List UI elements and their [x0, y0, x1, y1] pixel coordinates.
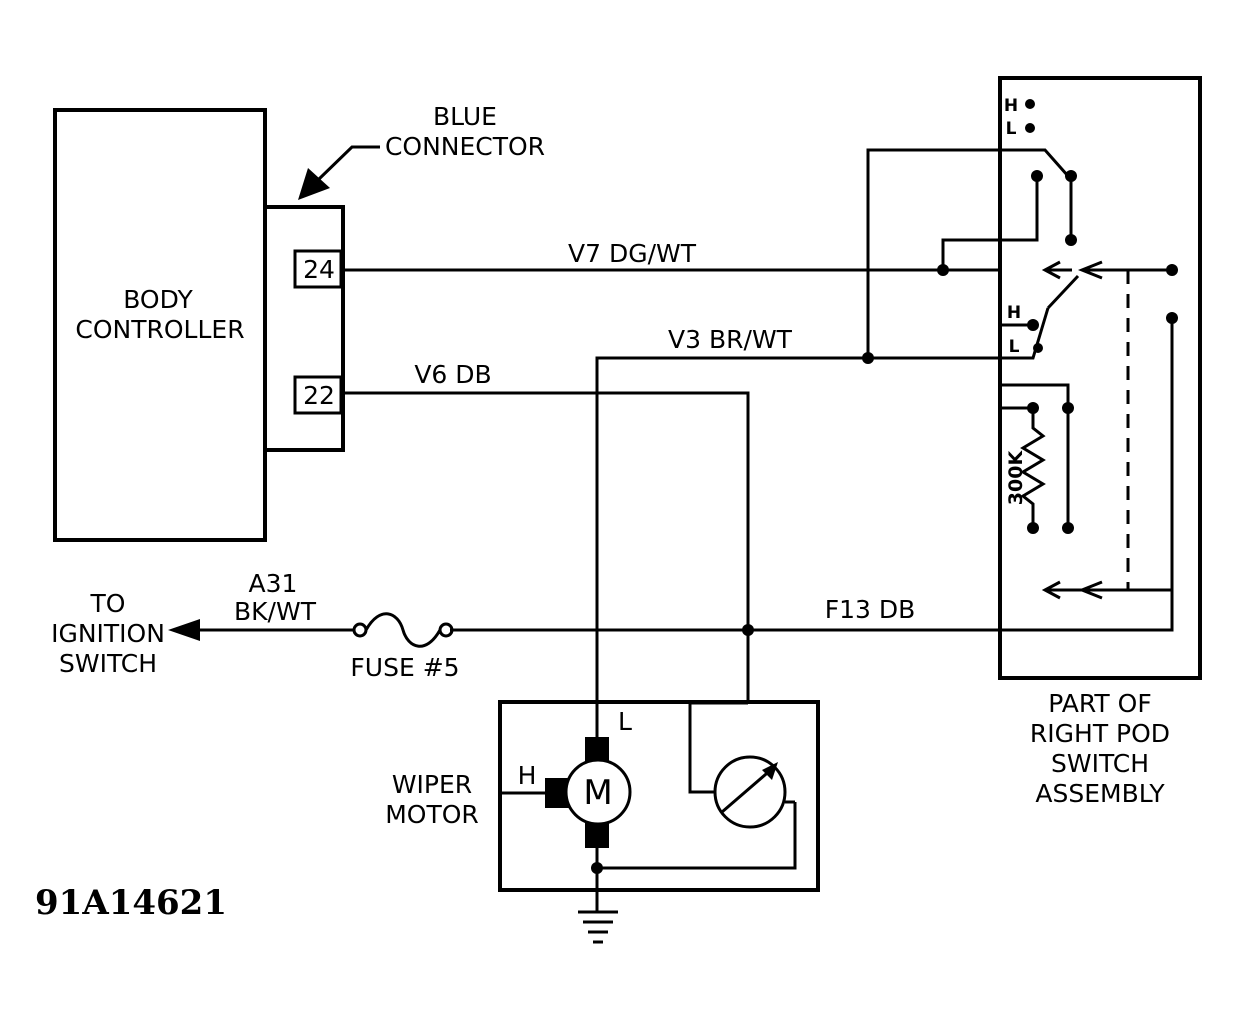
wiper-motor-label-line1: WIPER [392, 770, 472, 799]
wire-v6 [341, 391, 750, 703]
switch-l-mid-label: L [1009, 337, 1020, 357]
pod-caption-line4: ASSEMBLY [1035, 779, 1165, 808]
figure-code: 91A14621 [35, 883, 227, 923]
wiper-motor: WIPER MOTOR M L H [385, 700, 820, 912]
motor-h-label: H [518, 761, 537, 790]
blue-connector: 24 22 BLUE CONNECTOR [263, 102, 545, 452]
connector-label-line1: BLUE [433, 102, 497, 131]
pod-caption-line1: PART OF [1048, 689, 1151, 718]
ignition-line2: IGNITION [51, 619, 165, 648]
wire-f13-label: F13 DB [825, 595, 916, 624]
connector-pointer-arrow-icon [298, 168, 330, 200]
pin-22-label: 22 [303, 381, 335, 410]
body-controller: BODY CONTROLLER [53, 108, 267, 542]
switch-h-top-label: H [1004, 96, 1018, 116]
wire-v3-label: V3 BR/WT [668, 325, 793, 354]
ignition-arrow-icon [168, 619, 200, 641]
pod-caption-line3: SWITCH [1051, 749, 1149, 778]
body-controller-label-line2: CONTROLLER [75, 315, 244, 344]
wire-a31-label-line1: A31 [249, 569, 298, 598]
motor-icon [564, 758, 632, 826]
ground-icon [578, 910, 618, 944]
ignition-line1: TO [90, 589, 126, 618]
wire-v3-branch [866, 148, 1002, 358]
fuse-icon [364, 612, 442, 648]
motor-l-label: L [618, 707, 632, 736]
ignition-switch-label: TO IGNITION SWITCH [51, 589, 165, 678]
body-controller-label-line1: BODY [123, 285, 193, 314]
wire-v6-label: V6 DB [414, 360, 491, 389]
wire-v3 [595, 356, 1002, 740]
resistor-label: 300K [1005, 450, 1027, 506]
motor-m-label: M [583, 773, 612, 813]
resistor-300k-icon [1020, 408, 1046, 528]
pod-caption-line2: RIGHT POD [1030, 719, 1170, 748]
switch-l-top-label: L [1006, 119, 1017, 139]
fuse-label: FUSE #5 [350, 653, 459, 682]
wire-a31-label-line2: BK/WT [234, 597, 317, 626]
wiper-motor-label-line2: MOTOR [385, 800, 479, 829]
right-pod-switch-assembly: H L H L 300K [937, 76, 1202, 808]
connector-label-line2: CONNECTOR [385, 132, 545, 161]
pin-24-label: 24 [303, 255, 335, 284]
connector-pointer-line [316, 145, 380, 182]
wires: V7 DG/WT V6 DB V3 BR/WT F13 DB A31 BK/WT [168, 148, 1002, 740]
wire-v7-label: V7 DG/WT [568, 239, 697, 268]
ignition-line3: SWITCH [59, 649, 157, 678]
fuse-5: FUSE #5 [350, 612, 460, 682]
switch-h-mid-label: H [1007, 303, 1021, 323]
